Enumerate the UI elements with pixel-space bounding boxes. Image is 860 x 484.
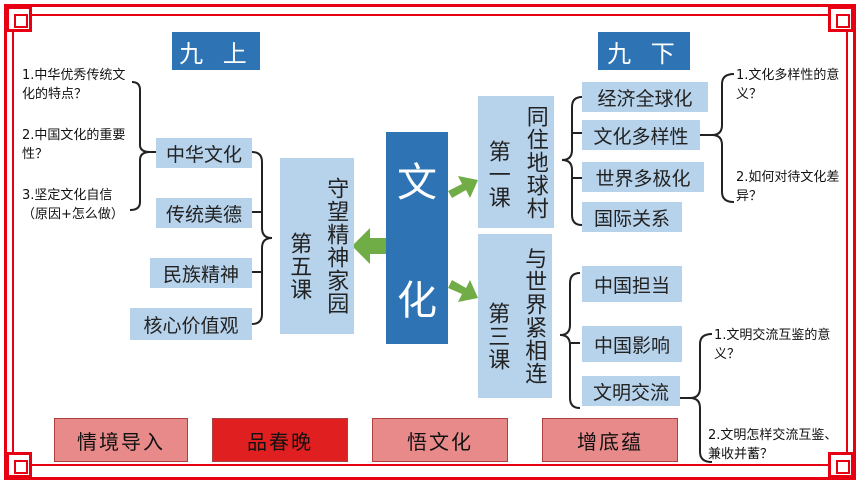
lesson-3-title: 与世界紧相连 (521, 247, 547, 385)
lesson-5-label: 第五课 (286, 231, 312, 301)
lesson-3-label: 第三课 (484, 301, 510, 371)
decorative-frame (4, 4, 856, 480)
culture-center-box: 文 化 (386, 132, 448, 344)
topic-china-influence: 中国影响 (582, 326, 682, 362)
lesson-3-question-1: 1.文明交流互鉴的意义？ (714, 328, 831, 362)
topic-international-relations: 国际关系 (582, 202, 682, 232)
topic-world-multipolarization: 世界多极化 (582, 162, 704, 192)
lesson-1-question-1: 1.文化多样性的意义？ (736, 68, 840, 102)
lesson-1-question-2: 2.如何对待文化差异？ (736, 170, 840, 204)
nav-button-spring-gala[interactable]: 品春晚 (212, 418, 348, 462)
topic-national-spirit: 民族精神 (150, 258, 252, 288)
grade-9-upper-header: 九 上 (172, 32, 260, 70)
decorative-frame-inner (12, 14, 848, 466)
lesson-1-title: 同住地球村 (522, 104, 548, 220)
left-question-1: 1.中华优秀传统文化的特点？ (22, 68, 126, 102)
lesson-3-box: 与世界紧相连 第三课 (478, 234, 552, 398)
lesson-5-title: 守望精神家园 (323, 177, 349, 315)
topic-cultural-diversity: 文化多样性 (582, 120, 700, 150)
center-title-char-1: 文 (397, 160, 437, 206)
frame-corner-ornament (828, 452, 854, 478)
frame-corner-ornament (6, 6, 32, 32)
topic-core-values: 核心价值观 (130, 308, 252, 340)
nav-button-understand-culture[interactable]: 悟文化 (372, 418, 508, 462)
nav-button-scenario-intro[interactable]: 情境导入 (54, 418, 188, 462)
lesson-1-box: 同住地球村 第一课 (478, 96, 554, 228)
lesson-5-box: 守望精神家园 第五课 (280, 158, 354, 334)
topic-chinese-culture: 中华文化 (156, 138, 252, 168)
left-question-3: 3.坚定文化自信（原因+怎么做） (22, 188, 124, 222)
left-question-2: 2.中国文化的重要性？ (22, 128, 126, 162)
frame-corner-ornament (828, 6, 854, 32)
lesson-3-question-2: 2.文明怎样交流互鉴、兼收并蓄？ (708, 428, 838, 462)
grade-9-lower-header: 九 下 (598, 32, 690, 70)
frame-corner-ornament (6, 452, 32, 478)
topic-china-responsibility: 中国担当 (582, 266, 682, 302)
lesson-1-label: 第一课 (484, 139, 510, 209)
topic-civilization-exchange: 文明交流 (582, 376, 680, 406)
topic-traditional-virtues: 传统美德 (156, 198, 252, 228)
nav-button-enrich-foundation[interactable]: 增底蕴 (542, 418, 678, 462)
topic-economic-globalization: 经济全球化 (582, 82, 708, 112)
center-title-char-2: 化 (397, 278, 437, 324)
